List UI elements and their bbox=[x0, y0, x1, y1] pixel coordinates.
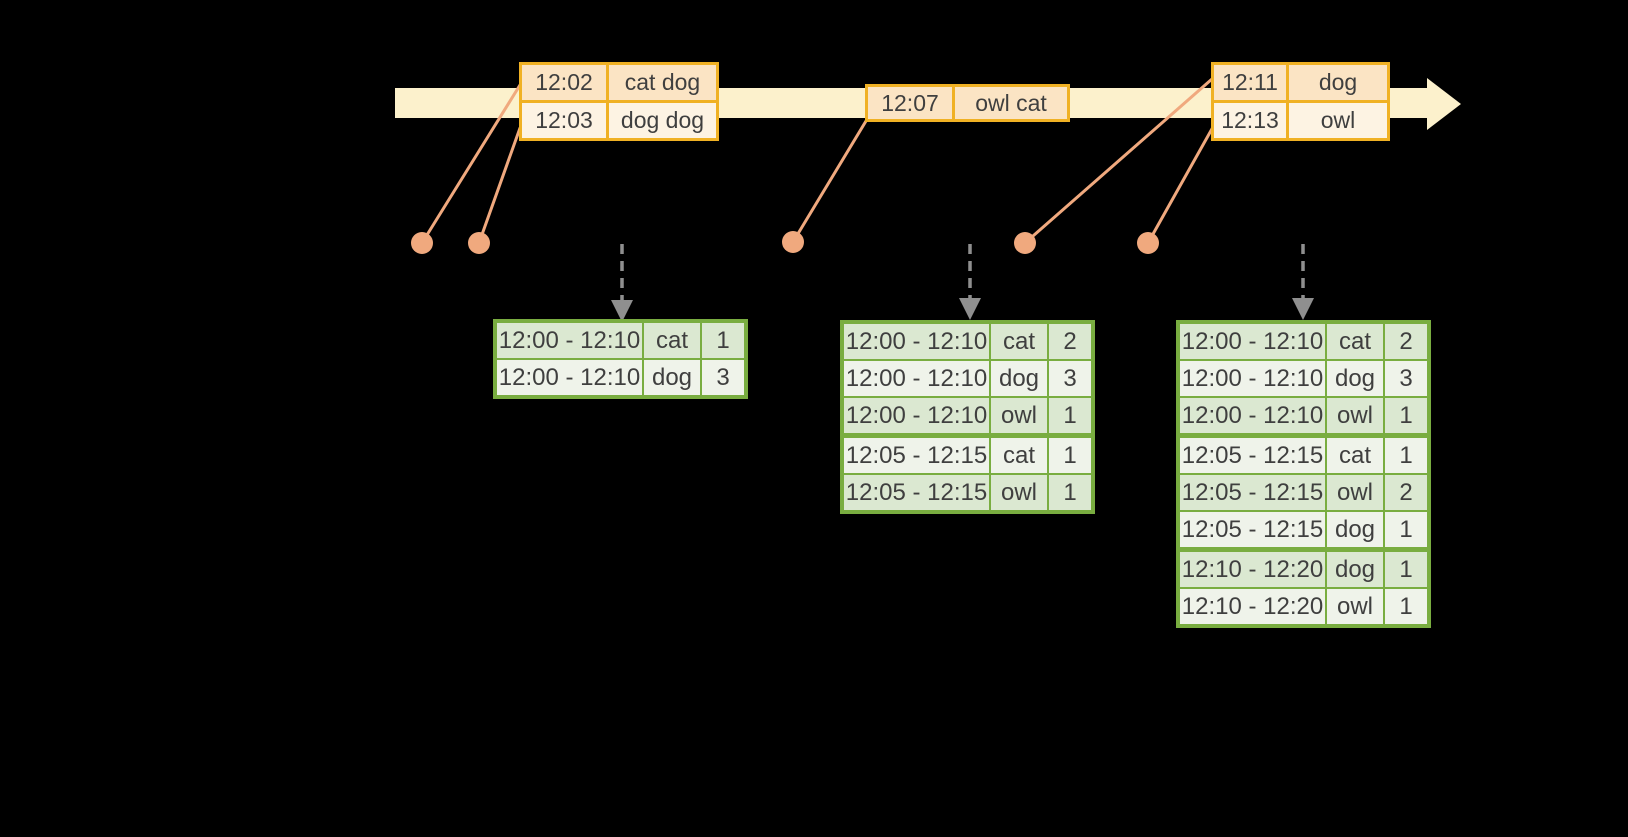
count-cell: 2 bbox=[1385, 475, 1427, 510]
event-row: 12:03 dog dog bbox=[522, 100, 716, 138]
event-time-cell: 12:03 bbox=[522, 103, 609, 138]
event-dot bbox=[1014, 232, 1036, 254]
count-cell: 1 bbox=[1385, 438, 1427, 473]
event-box-2: 12:07 owl cat bbox=[865, 84, 1070, 122]
table-row: 12:00 - 12:10 dog 3 bbox=[1180, 359, 1427, 396]
window-cell: 12:05 - 12:15 bbox=[1180, 475, 1327, 510]
word-cell: cat bbox=[991, 438, 1049, 473]
word-cell: cat bbox=[1327, 324, 1385, 359]
count-cell: 1 bbox=[1385, 398, 1427, 433]
event-dot bbox=[1137, 232, 1159, 254]
trigger-arrowhead-icon bbox=[1292, 298, 1314, 320]
count-cell: 1 bbox=[1049, 438, 1091, 473]
event-connector-line bbox=[477, 126, 522, 245]
table-row: 12:00 - 12:10 dog 3 bbox=[844, 359, 1091, 396]
table-row: 12:05 - 12:15 owl 2 bbox=[1180, 473, 1427, 510]
table-row: 12:05 - 12:15 cat 1 bbox=[844, 433, 1091, 473]
window-cell: 12:10 - 12:20 bbox=[1180, 552, 1327, 587]
window-cell: 12:00 - 12:10 bbox=[1180, 324, 1327, 359]
window-cell: 12:00 - 12:10 bbox=[1180, 361, 1327, 396]
result-table-2: 12:00 - 12:10 cat 2 12:00 - 12:10 dog 3 … bbox=[840, 320, 1095, 514]
table-row: 12:05 - 12:15 dog 1 bbox=[1180, 510, 1427, 547]
count-cell: 2 bbox=[1049, 324, 1091, 359]
word-cell: dog bbox=[1327, 512, 1385, 547]
table-row: 12:00 - 12:10 cat 2 bbox=[1180, 324, 1427, 359]
window-cell: 12:00 - 12:10 bbox=[1180, 398, 1327, 433]
word-cell: dog bbox=[1327, 552, 1385, 587]
window-cell: 12:00 - 12:10 bbox=[844, 361, 991, 396]
event-words-cell: cat dog bbox=[609, 65, 716, 100]
result-table-1: 12:00 - 12:10 cat 1 12:00 - 12:10 dog 3 bbox=[493, 319, 748, 399]
word-cell: owl bbox=[1327, 398, 1385, 433]
table-row: 12:00 - 12:10 owl 1 bbox=[1180, 396, 1427, 433]
event-words-cell: owl bbox=[1289, 103, 1387, 138]
count-cell: 1 bbox=[702, 323, 744, 358]
event-time-cell: 12:02 bbox=[522, 65, 609, 100]
event-row: 12:13 owl bbox=[1214, 100, 1387, 138]
word-cell: dog bbox=[991, 361, 1049, 396]
count-cell: 1 bbox=[1385, 552, 1427, 587]
trigger-arrowhead-icon bbox=[959, 298, 981, 320]
event-time-cell: 12:11 bbox=[1214, 65, 1289, 100]
window-cell: 12:00 - 12:10 bbox=[844, 324, 991, 359]
event-words-cell: dog bbox=[1289, 65, 1387, 100]
word-cell: owl bbox=[991, 475, 1049, 510]
event-row: 12:11 dog bbox=[1214, 65, 1387, 100]
table-row: 12:00 - 12:10 cat 2 bbox=[844, 324, 1091, 359]
table-row: 12:00 - 12:10 dog 3 bbox=[497, 358, 744, 395]
count-cell: 3 bbox=[1049, 361, 1091, 396]
count-cell: 1 bbox=[1385, 589, 1427, 624]
event-row: 12:02 cat dog bbox=[522, 65, 716, 100]
table-row: 12:05 - 12:15 owl 1 bbox=[844, 473, 1091, 510]
event-connector-line bbox=[1146, 125, 1215, 245]
event-connector-line bbox=[791, 119, 868, 244]
timeline-arrowhead-icon bbox=[1427, 78, 1461, 130]
window-cell: 12:05 - 12:15 bbox=[844, 475, 991, 510]
window-cell: 12:10 - 12:20 bbox=[1180, 589, 1327, 624]
count-cell: 3 bbox=[702, 360, 744, 395]
table-row: 12:10 - 12:20 dog 1 bbox=[1180, 547, 1427, 587]
window-cell: 12:05 - 12:15 bbox=[844, 438, 991, 473]
window-cell: 12:00 - 12:10 bbox=[844, 398, 991, 433]
word-cell: dog bbox=[1327, 361, 1385, 396]
trigger-arrowhead-icon bbox=[611, 300, 633, 322]
result-table-3: 12:00 - 12:10 cat 2 12:00 - 12:10 dog 3 … bbox=[1176, 320, 1431, 628]
event-dot bbox=[468, 232, 490, 254]
event-time-cell: 12:13 bbox=[1214, 103, 1289, 138]
table-row: 12:00 - 12:10 cat 1 bbox=[497, 323, 744, 358]
event-box-1: 12:02 cat dog 12:03 dog dog bbox=[519, 62, 719, 141]
word-cell: cat bbox=[644, 323, 702, 358]
window-cell: 12:00 - 12:10 bbox=[497, 360, 644, 395]
window-cell: 12:05 - 12:15 bbox=[1180, 438, 1327, 473]
count-cell: 1 bbox=[1049, 398, 1091, 433]
count-cell: 3 bbox=[1385, 361, 1427, 396]
word-cell: owl bbox=[1327, 475, 1385, 510]
event-words-cell: dog dog bbox=[609, 103, 716, 138]
event-connector-line bbox=[1023, 77, 1214, 245]
event-words-cell: owl cat bbox=[955, 87, 1067, 119]
word-cell: owl bbox=[1327, 589, 1385, 624]
count-cell: 1 bbox=[1385, 512, 1427, 547]
window-cell: 12:05 - 12:15 bbox=[1180, 512, 1327, 547]
event-row: 12:07 owl cat bbox=[868, 87, 1067, 119]
table-row: 12:00 - 12:10 owl 1 bbox=[844, 396, 1091, 433]
event-box-3: 12:11 dog 12:13 owl bbox=[1211, 62, 1390, 141]
word-cell: cat bbox=[1327, 438, 1385, 473]
table-row: 12:05 - 12:15 cat 1 bbox=[1180, 433, 1427, 473]
count-cell: 2 bbox=[1385, 324, 1427, 359]
window-cell: 12:00 - 12:10 bbox=[497, 323, 644, 358]
word-cell: owl bbox=[991, 398, 1049, 433]
event-dot bbox=[782, 231, 804, 253]
count-cell: 1 bbox=[1049, 475, 1091, 510]
word-cell: dog bbox=[644, 360, 702, 395]
event-dot bbox=[411, 232, 433, 254]
event-connector-line bbox=[420, 83, 522, 245]
word-cell: cat bbox=[991, 324, 1049, 359]
event-time-cell: 12:07 bbox=[868, 87, 955, 119]
table-row: 12:10 - 12:20 owl 1 bbox=[1180, 587, 1427, 624]
